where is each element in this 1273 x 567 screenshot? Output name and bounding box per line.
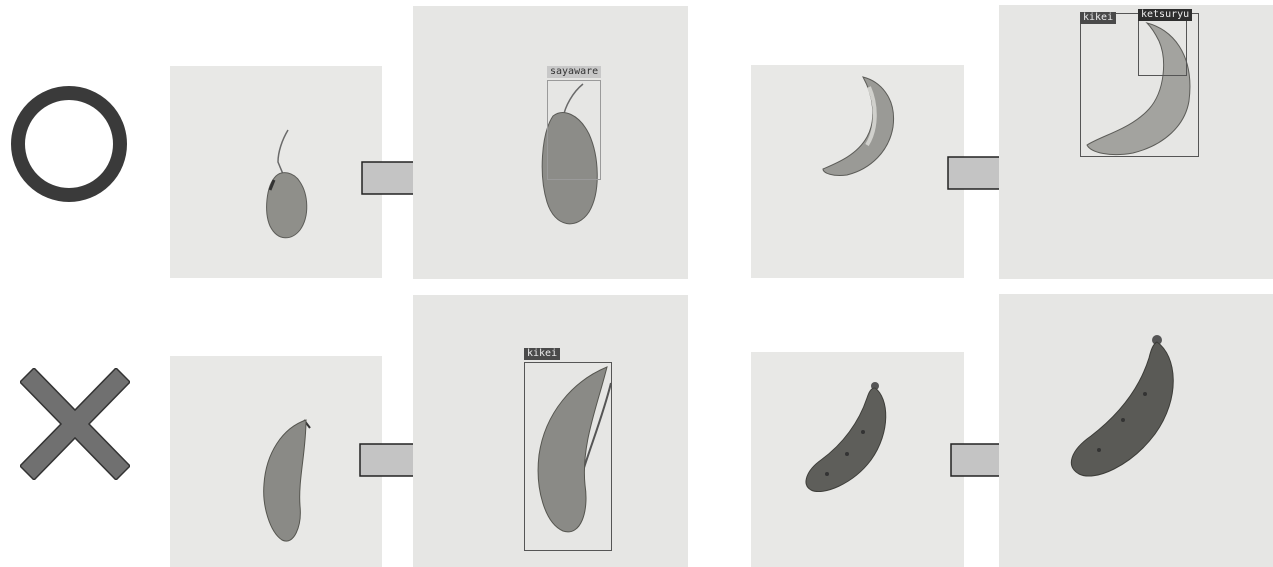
input-image-top-right [751,65,964,278]
detection-label: sayaware [547,66,601,78]
input-image-bottom-right [751,352,964,567]
bounding-box [547,80,601,180]
result-image-bottom-left: kikei [413,295,688,567]
ng-cross-icon [20,368,130,480]
input-image-bottom-left [170,356,382,567]
bounding-box [524,362,612,551]
result-image-top-left: sayaware [413,6,688,279]
result-image-bottom-right [999,294,1273,567]
input-image-top-left [170,66,382,278]
detection-label: ketsuryu [1138,9,1192,21]
bounding-box [1138,13,1187,76]
detection-label: kikei [524,348,560,360]
detection-label: kikei [1080,12,1116,24]
ok-circle-icon [10,85,128,203]
result-image-top-right: kikei ketsuryu [999,5,1273,279]
